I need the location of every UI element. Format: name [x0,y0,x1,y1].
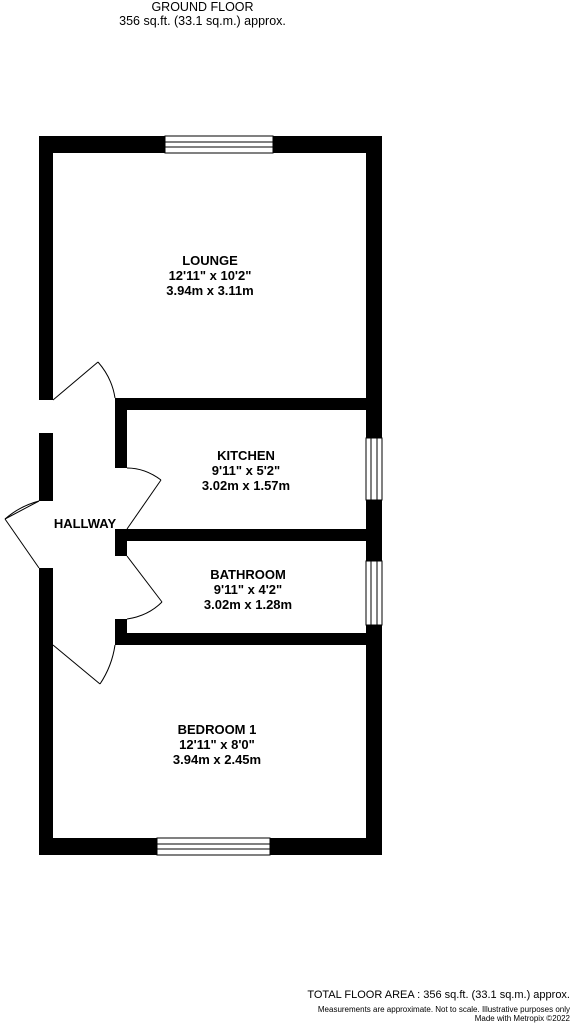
door-bedroom [52,644,116,685]
wall-bathroom-left-upper [115,529,127,556]
room-kitchen-metric: 3.02m x 1.57m [201,478,291,493]
door-bathroom [126,555,163,620]
room-bathroom-imperial: 9'11" x 4'2" [213,582,283,597]
room-bedroom-1-metric: 3.94m x 2.45m [172,752,262,767]
floor-title: GROUND FLOOR [151,0,254,14]
credit: Made with Metropix ©2022 [474,1014,570,1023]
room-bedroom-1-name: BEDROOM 1 [177,722,257,737]
window-bedroom [156,837,271,856]
floor-area: 356 sq.ft. (33.1 sq.m.) approx. [119,14,286,28]
window-bathroom [365,560,383,626]
room-hallway-name: HALLWAY [53,516,117,531]
room-lounge: LOUNGE 12'11" x 10'2" 3.94m x 3.11m [130,253,290,298]
total-floor-area: TOTAL FLOOR AREA : 356 sq.ft. (33.1 sq.m… [307,989,570,1001]
room-lounge-imperial: 12'11" x 10'2" [168,268,252,283]
window-lounge [164,135,274,154]
wall-kitchen-left-upper [115,398,127,468]
room-bedroom-1-imperial: 12'11" x 8'0" [179,737,255,752]
disclaimer: Measurements are approximate. Not to sca… [317,1005,570,1014]
room-bathroom: BATHROOM 9'11" x 4'2" 3.02m x 1.28m [168,567,328,612]
room-hallway: HALLWAY [45,516,125,531]
door-lounge [52,361,116,401]
room-lounge-metric: 3.94m x 3.11m [166,283,254,298]
door-kitchen [126,467,162,530]
room-kitchen-imperial: 9'11" x 5'2" [211,463,281,478]
room-kitchen: KITCHEN 9'11" x 5'2" 3.02m x 1.57m [166,448,326,493]
wall-bathroom-bedroom [115,633,382,645]
door-entrance [4,500,40,569]
wall-left-upper [39,136,53,400]
room-kitchen-name: KITCHEN [217,448,275,463]
wall-lounge-kitchen [115,398,382,410]
room-bathroom-metric: 3.02m x 1.28m [203,597,293,612]
wall-left-middle [39,433,53,501]
wall-kitchen-bathroom [115,529,382,541]
room-lounge-name: LOUNGE [182,253,238,268]
room-bedroom-1: BEDROOM 1 12'11" x 8'0" 3.94m x 2.45m [137,722,297,767]
window-kitchen [365,437,383,501]
room-bathroom-name: BATHROOM [210,567,286,582]
wall-left-lower [39,568,53,855]
